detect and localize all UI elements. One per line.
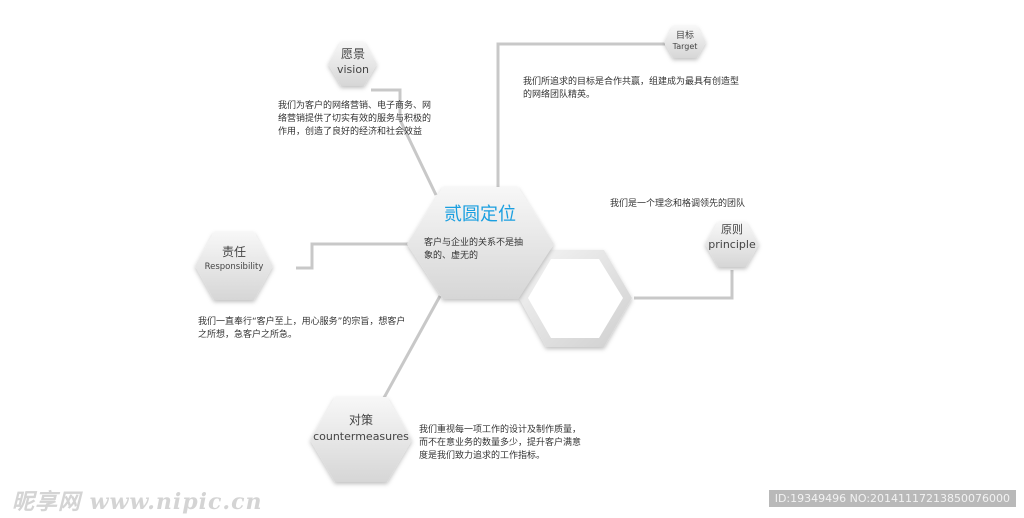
connector-responsibility	[296, 242, 436, 270]
responsibility-label: 责任 Responsibility	[195, 245, 273, 273]
target-en: Target	[672, 42, 698, 52]
connector-vision	[371, 88, 438, 196]
target-cn: 目标	[675, 31, 694, 41]
target-hexagon	[664, 26, 706, 58]
hexagon-ring-inner	[528, 259, 623, 338]
target-label: 目标 Target	[664, 31, 706, 52]
center-text: 客户与企业的关系不是抽象的、虚无的	[424, 238, 524, 261]
center-hexagon	[407, 187, 554, 299]
responsibility-en: Responsibility	[204, 261, 264, 272]
connector-lines	[296, 42, 734, 406]
countermeasures-en: countermeasures	[313, 429, 409, 443]
vision-cn: 愿景	[340, 47, 365, 61]
connector-principle	[634, 270, 734, 300]
watermark-left: 昵享网 www.nipic.cn	[12, 489, 263, 515]
vision-en: vision	[336, 62, 370, 76]
countermeasures-hexagon	[310, 397, 412, 482]
responsibility-hexagon	[195, 232, 273, 300]
countermeasures-cn: 对策	[348, 413, 373, 427]
connector-target	[496, 42, 665, 195]
principle-cn: 原则	[721, 223, 743, 236]
principle-text: 我们是一个理念和格调领先的团队	[610, 199, 746, 209]
responsibility-text: 我们一直奉行“客户至上，用心服务”的宗旨，想客户之所想，急客户之所急。	[198, 317, 406, 340]
responsibility-cn: 责任	[221, 245, 246, 259]
principle-en: principle	[708, 237, 756, 251]
target-text: 我们所追求的目标是合作共赢，组建成为最具有创造型的网络团队精英。	[523, 77, 740, 100]
countermeasures-label: 对策 countermeasures	[308, 413, 414, 443]
vision-label: 愿景 vision	[328, 47, 378, 76]
watermark-right: ID:19349496 NO:20141117213850076000	[768, 490, 1016, 507]
connector-countermeasures	[378, 295, 442, 406]
principle-hexagon	[705, 222, 759, 267]
vision-hexagon	[328, 42, 377, 86]
principle-label: 原则 principle	[704, 223, 760, 251]
vision-text: 我们为客户的网络营销、电子商务、网络营销提供了切实有效的服务与积极的作用，创造了…	[278, 101, 432, 137]
countermeasures-text: 我们重视每一项工作的设计及制作质量，而不在意业务的数量多少，提升客户满意度是我们…	[419, 425, 582, 461]
center-title: 贰圆定位	[444, 204, 516, 225]
